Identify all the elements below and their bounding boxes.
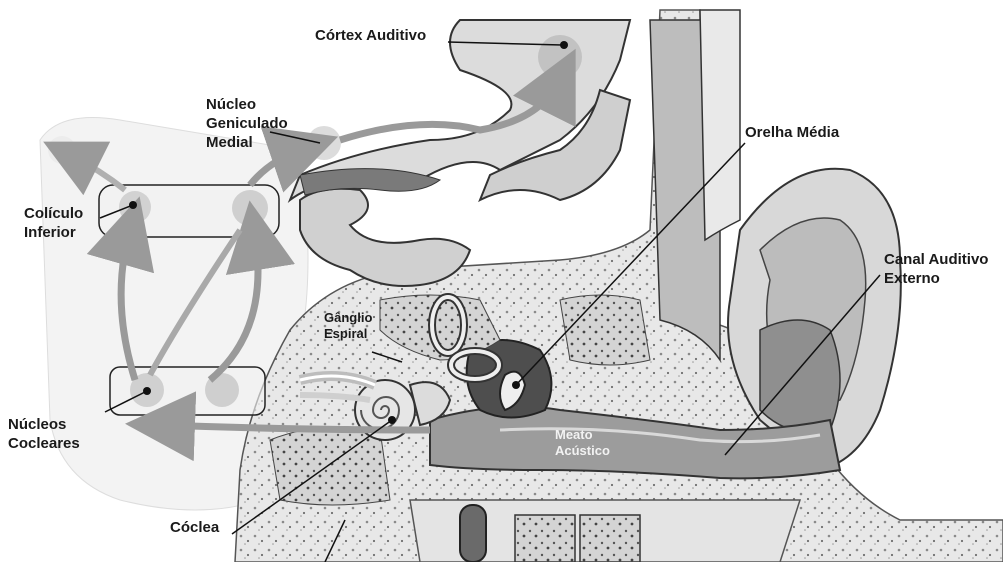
auditory-cortex-target [538, 35, 582, 79]
vessel [460, 505, 486, 562]
label-orelha-media: Orelha Média [745, 123, 839, 142]
label-coclea: Cóclea [170, 518, 219, 537]
medial-geniculate [307, 126, 341, 160]
scalp-strip [700, 10, 740, 240]
label-meato-acustico: Meato Acústico [555, 427, 610, 459]
inferior-colliculus-right [232, 190, 268, 226]
mastoid-spongy [560, 295, 650, 365]
label-nucleos-cocleares: Núcleos Cocleares [8, 415, 80, 453]
label-ganglio-espiral: Gânglio Espiral [324, 310, 372, 342]
label-coliculo-inferior: Colículo Inferior [24, 204, 83, 242]
concha [760, 320, 840, 433]
label-cortex-auditivo: Córtex Auditivo [315, 26, 426, 45]
muscle-block [515, 515, 575, 562]
label-canal-auditivo-externo: Canal Auditivo Externo [884, 250, 988, 288]
geniculate-left-faint [48, 136, 76, 164]
label-nucleo-geniculado-medial: Núcleo Geniculado Medial [206, 95, 288, 152]
muscle-block-2 [580, 515, 640, 562]
